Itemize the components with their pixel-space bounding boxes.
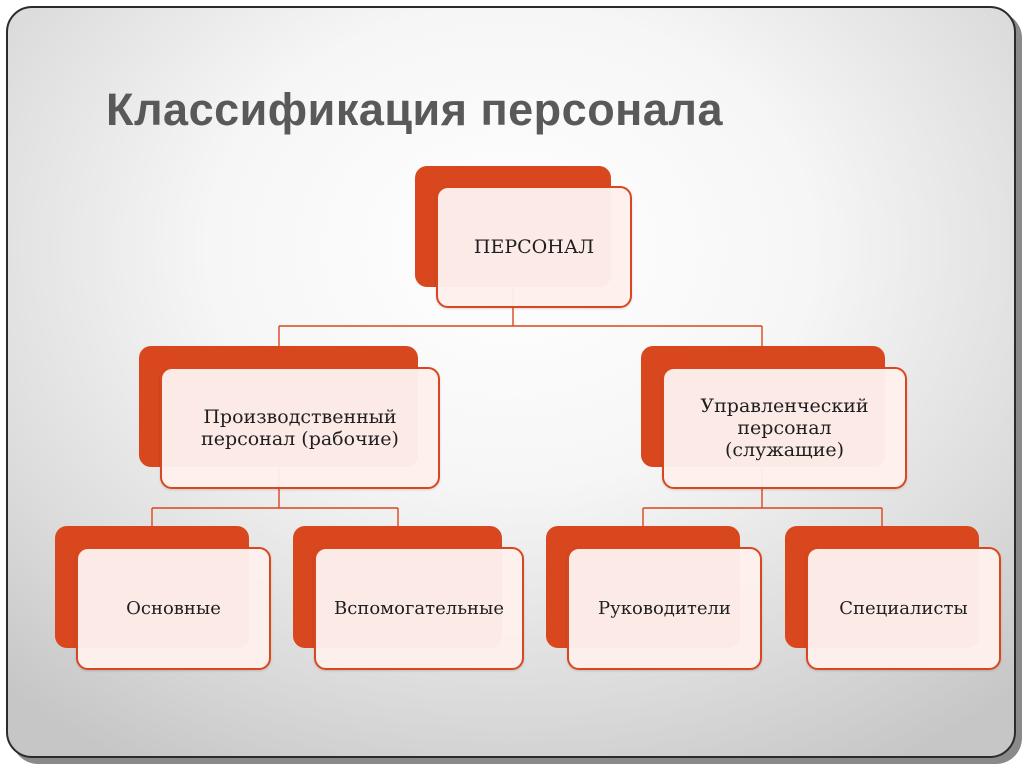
- node-root-label: ПЕРСОНАЛ: [473, 236, 595, 258]
- slide-title: Классификация персонала: [106, 84, 724, 135]
- node-auxiliary-workers-label: Вспомогательные: [334, 598, 504, 619]
- node-main-workers-label: Основные: [126, 598, 221, 619]
- node-specialists-label: Специалисты: [839, 598, 968, 619]
- node-management-staff-label: Управленческий персонал (служащие): [700, 395, 869, 461]
- node-production-staff-label: Производственный персонал (рабочие): [201, 406, 399, 450]
- node-managers-label: Руководители: [598, 598, 731, 619]
